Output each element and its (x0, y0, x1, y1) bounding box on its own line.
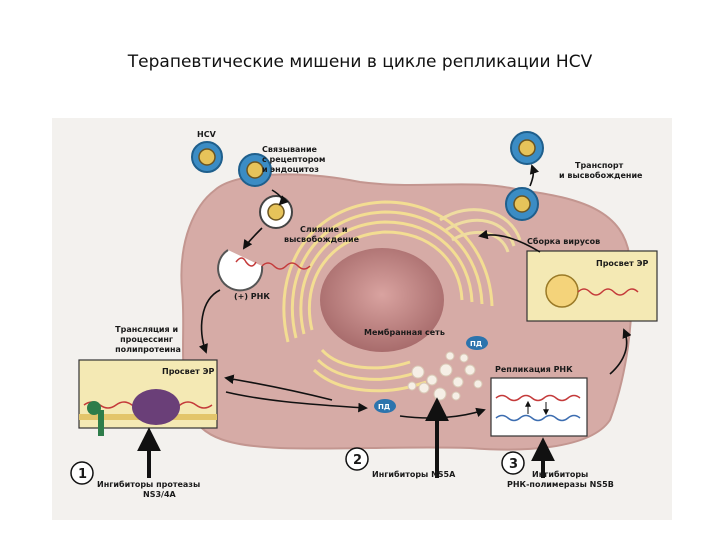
ns-protein-green (87, 401, 101, 415)
target2-circle (345, 447, 369, 471)
membrane-web-arcs (282, 200, 494, 393)
er-assembly-box (526, 250, 658, 322)
target2-label: Ингибиторы NS5A (372, 469, 456, 479)
target1-number: 1 (78, 467, 87, 482)
hcv-virion-endosome (259, 195, 293, 229)
hcv-virion-outside (191, 141, 223, 173)
nucleus (320, 248, 444, 352)
label-hcv: HCV (197, 130, 217, 139)
vesicle-cluster (407, 351, 483, 401)
label-pd-lower: ПД (378, 403, 390, 411)
hcv-virion-release-top (510, 131, 544, 165)
label-translation: Трансляция и процессинг полипротеина (115, 325, 181, 354)
positive-rna-strand (261, 262, 311, 270)
target2-number: 2 (353, 453, 362, 468)
target3-number: 3 (509, 457, 518, 472)
label-pd-upper: ПД (470, 340, 482, 348)
label-membrane-web: Мембранная сеть (364, 327, 445, 337)
arrow-to-golgi (478, 229, 541, 253)
label-fusion: Слияние и высвобождение (284, 225, 360, 244)
rna-replication-box (490, 377, 588, 437)
pd-badge-lower (374, 399, 396, 413)
hcv-virion-fusion (217, 249, 264, 292)
arrow-to-er (224, 374, 333, 401)
label-positive-rna: (+) РНК (234, 292, 270, 301)
arrow-fusion (242, 227, 263, 250)
target1-label: Ингибиторы протеазы NS3/4A (97, 479, 203, 499)
label-rna-replication: Репликация РНК (495, 365, 573, 374)
target3-label: Ингибиторы РНК-полимеразы NS5B (507, 469, 614, 489)
er-translation-box (78, 359, 218, 436)
label-assembly: Сборка вирусов (527, 236, 600, 246)
target3-circle (501, 451, 525, 475)
arrow-from-web (225, 391, 368, 413)
hcv-virion-binding (238, 153, 272, 187)
label-transport: Транспорт и высвобождение (559, 161, 643, 180)
label-er-lumen-right: Просвет ЭР (596, 259, 648, 268)
label-binding: Связывание с рецептором и эндоцитоз (262, 145, 328, 174)
arrow-to-assembly (609, 328, 632, 375)
target1-circle (70, 461, 94, 485)
pd-badge-upper (466, 336, 488, 350)
arrow-release (529, 164, 539, 187)
arrow-to-translation (198, 289, 221, 354)
ribosome-polyprotein (132, 389, 180, 425)
hcv-virion-release-bottom (505, 187, 539, 221)
slide-title: Терапевтические мишени в цикле репликаци… (127, 52, 593, 72)
label-er-lumen-left: Просвет ЭР (162, 367, 214, 376)
arrow-endocytosis (271, 189, 289, 206)
